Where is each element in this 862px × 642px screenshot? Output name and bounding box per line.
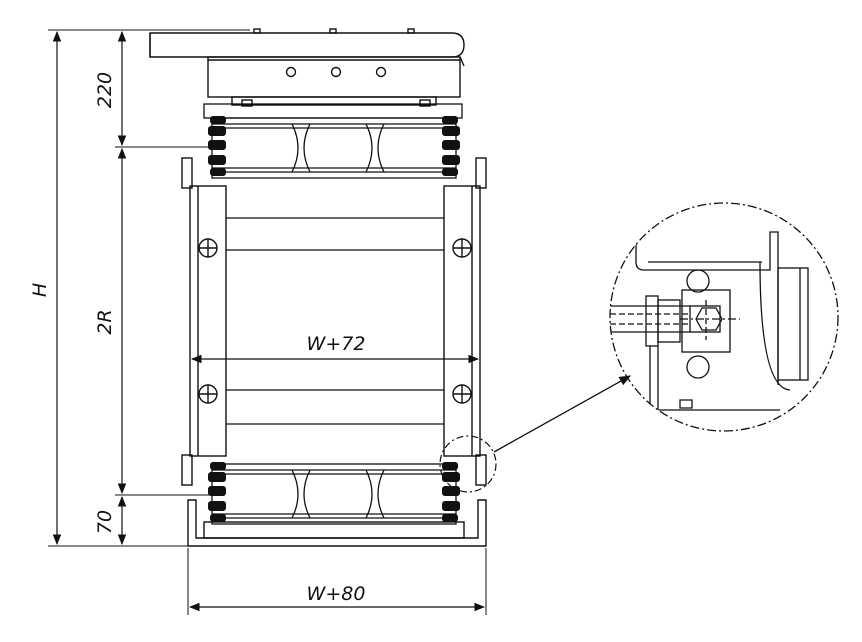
dim-label-2r: 2R	[94, 309, 116, 334]
left-side-plate	[181, 157, 227, 486]
dim-label-w72: W+72	[307, 333, 366, 355]
dimension-line-outer-width	[187, 548, 487, 615]
bottom-chain-links-right	[442, 462, 460, 522]
top-chain-links-left	[208, 116, 226, 176]
top-chain-links-right	[442, 116, 460, 176]
cross-bars	[226, 217, 444, 425]
top-mounting-bracket	[149, 28, 465, 107]
bottom-guide-trough	[187, 499, 487, 547]
dim-label-w80: W+80	[307, 583, 366, 605]
dim-label-h: H	[29, 283, 51, 297]
bottom-chain-links-left	[208, 462, 226, 522]
leader-arrow	[493, 375, 632, 453]
dim-label-220: 220	[94, 72, 116, 108]
bottom-chain-segment	[211, 463, 457, 525]
magnified-bearing-detail	[609, 202, 839, 432]
dim-label-70: 70	[94, 510, 116, 534]
top-chain-segment	[203, 103, 463, 179]
detail-marker-circle	[439, 435, 497, 493]
right-side-plate	[443, 157, 487, 486]
dimension-lines-left	[48, 29, 250, 547]
